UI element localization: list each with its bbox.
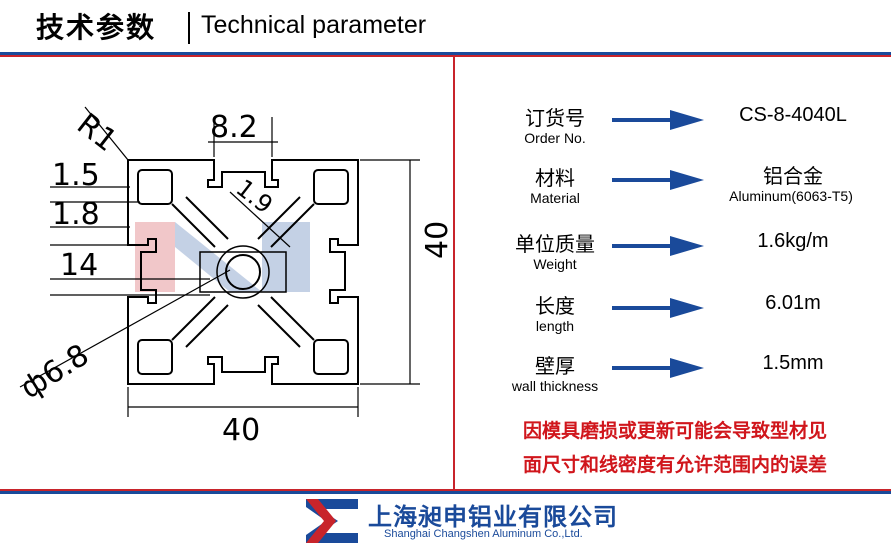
dim-hole-diameter: ф6.8: [14, 338, 95, 407]
param-label-cn: 材料: [535, 166, 575, 190]
param-value-sub: Aluminum(6063-T5): [729, 188, 853, 204]
dim-height-40: 40: [420, 221, 452, 259]
param-value: CS-8-4040L: [739, 104, 847, 126]
dim-core-14: 14: [60, 248, 98, 283]
arrow-right-icon: [612, 236, 704, 256]
param-value: 铝合金: [763, 164, 823, 188]
arrow-right-icon: [612, 358, 704, 378]
tolerance-note-line-1: 因模具磨损或更新可能会导致型材见: [522, 420, 827, 442]
dim-web-1-9: 1.9: [231, 174, 278, 220]
param-label-cn: 订货号: [525, 106, 585, 130]
title-english: Technical parameter: [201, 11, 427, 39]
dim-width-40: 40: [222, 413, 260, 448]
param-value: 1.6kg/m: [757, 230, 829, 252]
profile-drawing: R1 8.2 1.5 1.8 1.9 14 40 40 ф6.8: [14, 106, 452, 448]
param-label-cn: 壁厚: [535, 354, 575, 378]
param-label-en: Material: [530, 190, 580, 206]
param-row-weight: 单位质量 Weight 1.6kg/m: [460, 224, 890, 280]
footer: 上海昶申铝业有限公司 Shanghai Changshen Aluminum C…: [0, 494, 891, 548]
dim-wall-1-8: 1.8: [52, 197, 100, 232]
tolerance-note-line-2: 面尺寸和线密度有允许范围内的误差: [522, 454, 827, 476]
header: 技术参数 Technical parameter: [0, 0, 891, 52]
company-logo-icon: [306, 499, 358, 543]
dim-wall-1-5: 1.5: [52, 158, 100, 193]
footer-rule-red: [0, 489, 891, 491]
arrow-right-icon: [612, 298, 704, 318]
param-row-material: 材料 Material 铝合金 Aluminum(6063-T5): [460, 158, 890, 214]
header-rule-red: [0, 55, 891, 57]
dim-radius: R1: [70, 107, 123, 159]
footer-rule-blue: [0, 491, 891, 494]
company-name-cn: 上海昶申铝业有限公司: [368, 503, 618, 531]
param-row-order-no: 订货号 Order No. CS-8-4040L: [460, 98, 890, 154]
arrow-right-icon: [612, 110, 704, 130]
param-label-en: length: [535, 318, 575, 334]
param-label-en: Order No.: [524, 130, 586, 146]
center-divider: [453, 57, 455, 489]
param-row-length: 长度 length 6.01m: [460, 286, 890, 342]
profile-outline: [127, 159, 359, 385]
title-chinese: 技术参数: [36, 11, 157, 44]
dimension-lines: [19, 106, 420, 417]
arrow-right-icon: [612, 170, 704, 190]
param-label-cn: 单位质量: [515, 232, 595, 256]
param-value: 1.5mm: [762, 352, 824, 374]
param-row-wall-thickness: 壁厚 wall thickness 1.5mm: [460, 346, 890, 402]
dim-slot-width: 8.2: [210, 110, 258, 145]
header-rule-blue: [0, 52, 891, 55]
param-value: 6.01m: [765, 292, 821, 314]
title-divider: [188, 12, 190, 44]
param-label-en: Weight: [533, 256, 577, 272]
company-name-en: Shanghai Changshen Aluminum Co.,Ltd.: [384, 528, 583, 540]
param-label-en: wall thickness: [511, 378, 599, 394]
param-label-cn: 长度: [535, 294, 575, 318]
